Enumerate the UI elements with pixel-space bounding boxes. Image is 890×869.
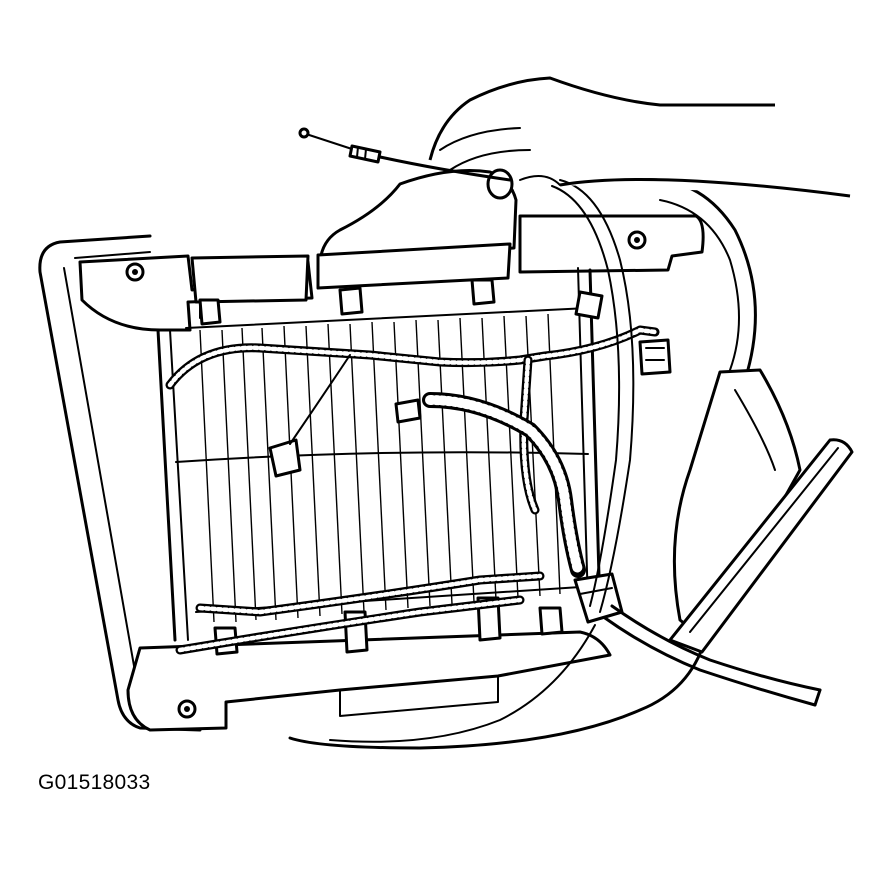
rear-cover-panel [672,368,802,642]
release-handle [316,168,518,290]
cushion-shell-left [38,234,202,732]
frame-side-rails [156,267,602,642]
harness-lead [603,604,822,707]
rear-rod [668,438,854,654]
figure-code: G01518033 [38,771,151,794]
frame-bottom-rail [126,630,612,732]
hand [428,76,851,198]
corrugated-conduit [422,392,586,578]
cable-loop [329,179,635,743]
wiring-harness [165,325,660,655]
release-cable [298,127,512,182]
frame-top-rail [78,214,705,332]
spring-clips-top [198,278,496,326]
